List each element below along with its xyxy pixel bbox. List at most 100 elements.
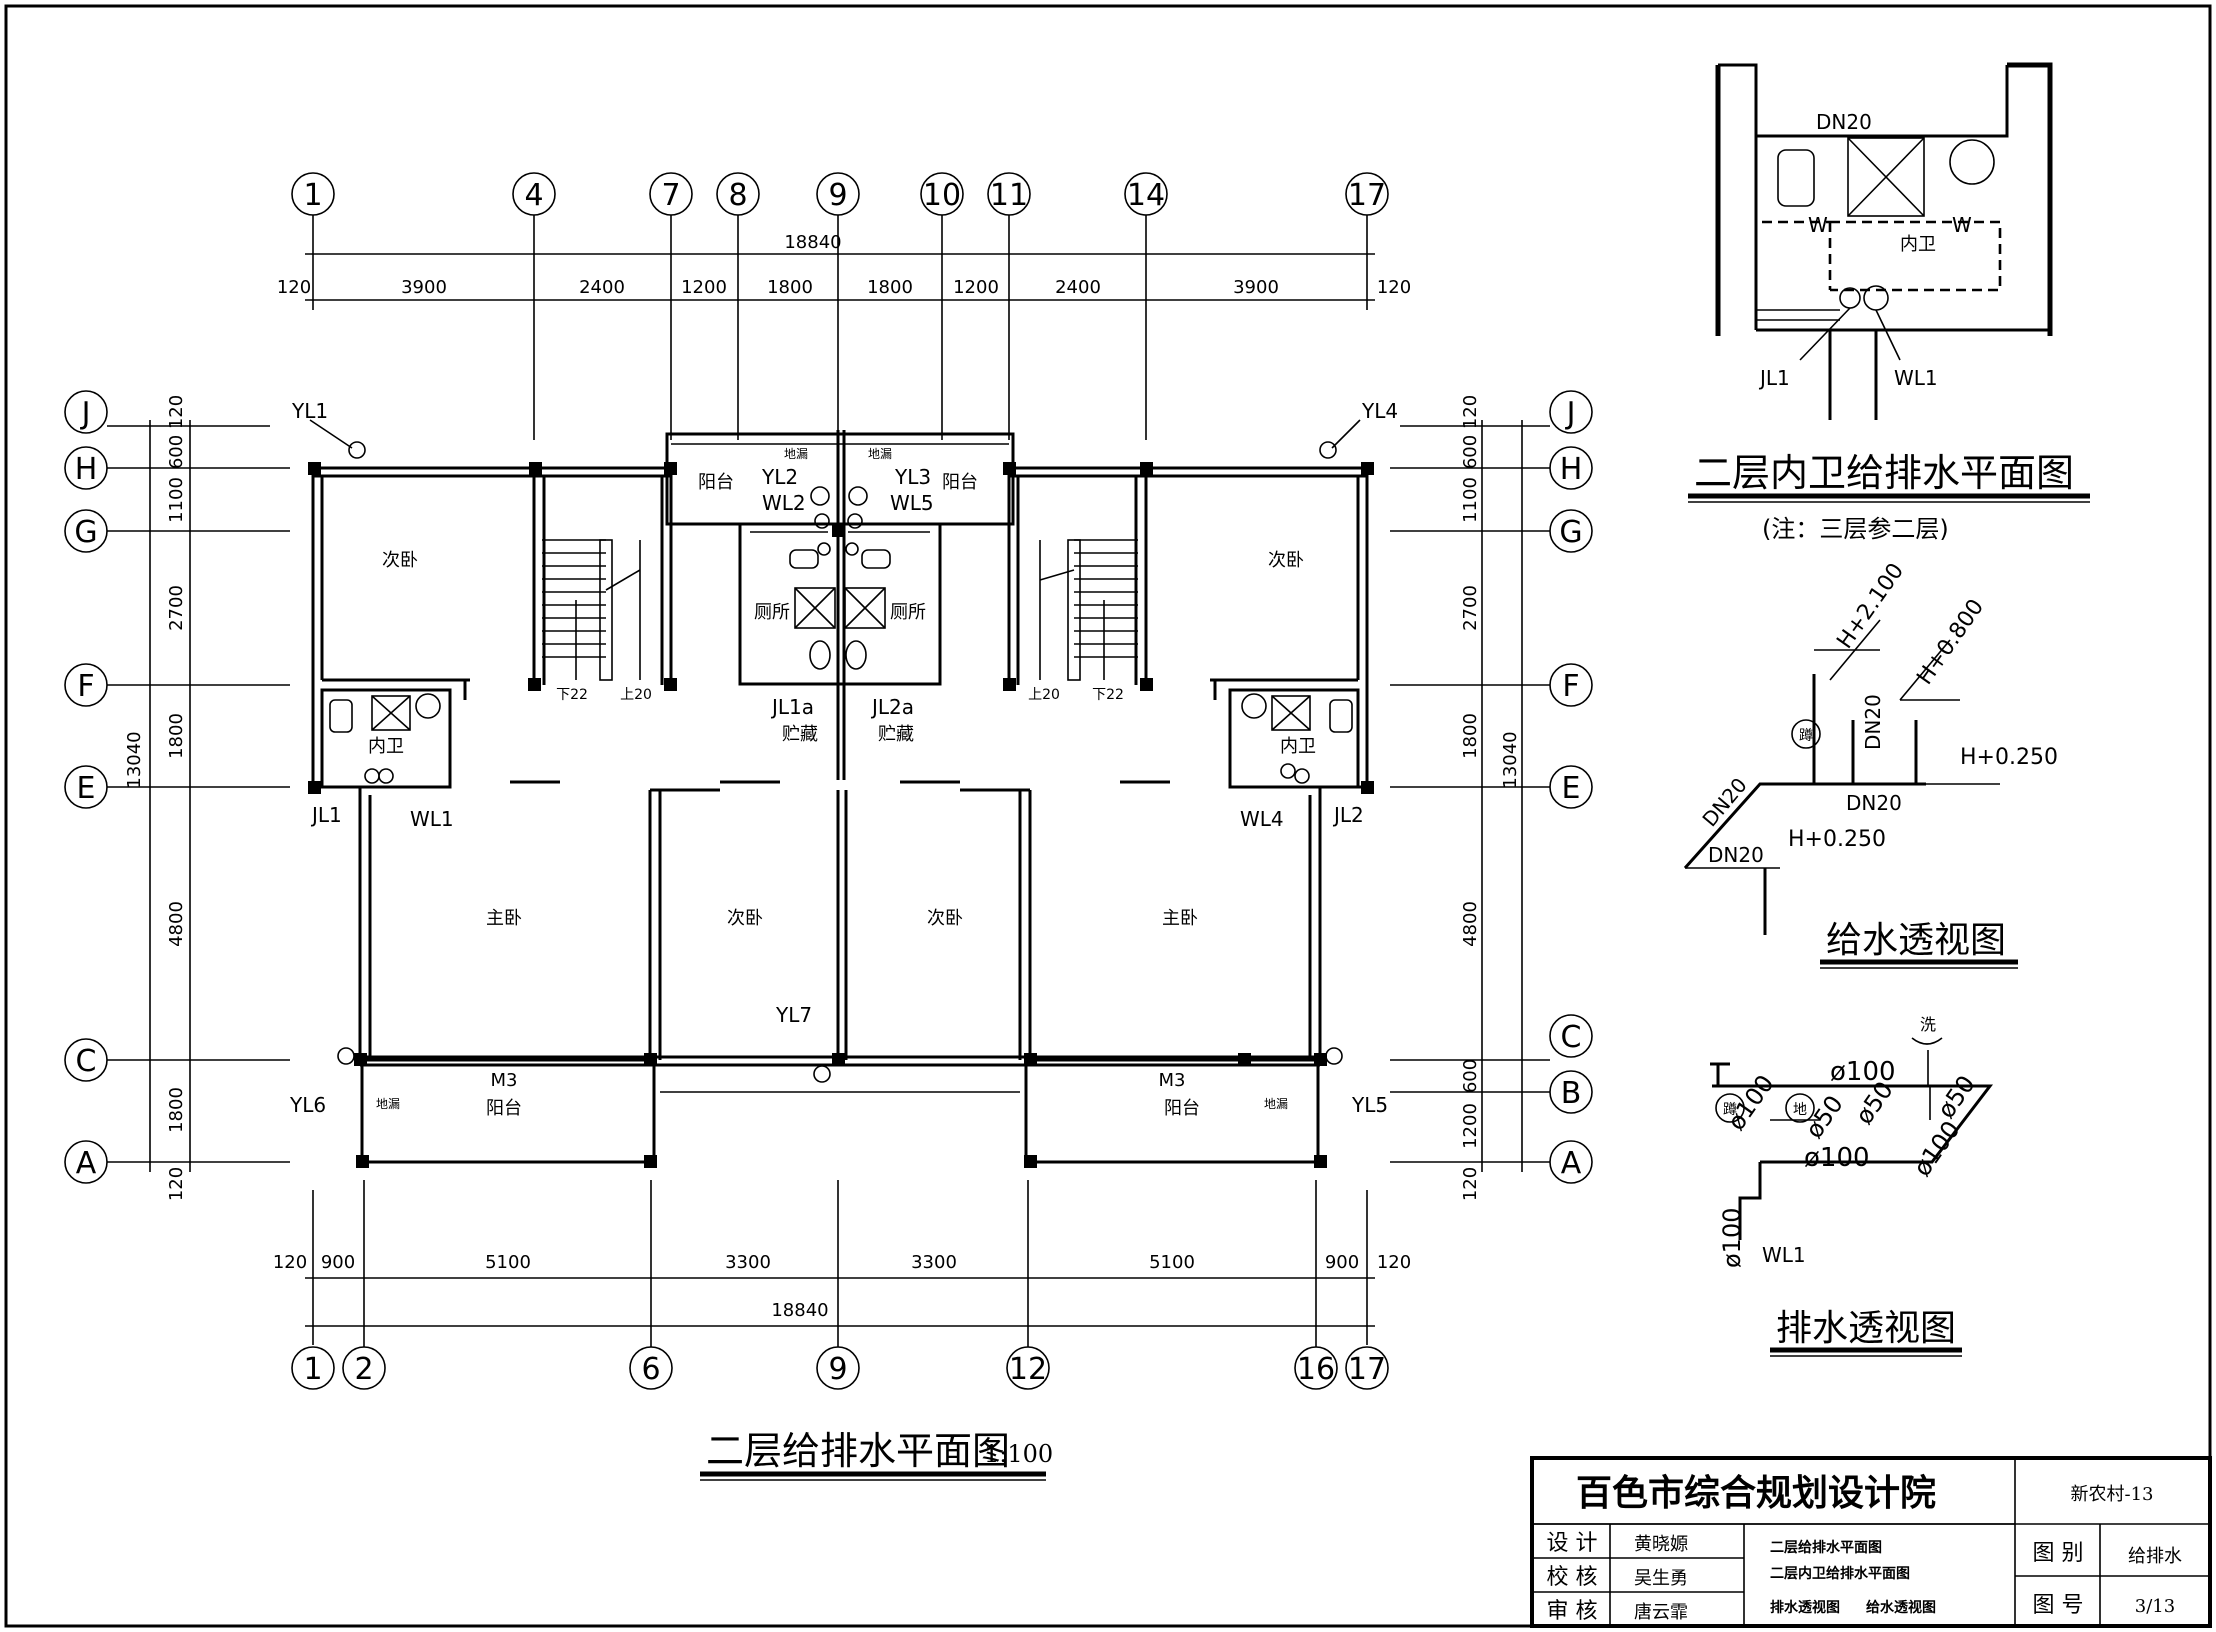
svg-text:4800: 4800 [1460,901,1481,947]
svg-text:图 号: 图 号 [2033,1593,2084,1618]
svg-text:C: C [76,1044,97,1079]
svg-text:900: 900 [1325,1252,1359,1273]
axis-bubble-top-7: 7 [649,172,693,440]
svg-text:校 核: 校 核 [1547,1565,1598,1590]
svg-text:审 核: 审 核 [1547,1599,1598,1624]
svg-text:上20: 上20 [620,687,652,703]
building-walls [308,430,1374,1168]
svg-text:W: W [1808,213,1828,237]
axis-bubble-right-F: F [1390,663,1593,707]
svg-text:唐云霏: 唐云霏 [1634,1602,1688,1623]
svg-text:JL1: JL1 [1758,366,1790,390]
svg-text:E: E [77,771,96,806]
svg-text:ø100: ø100 [1830,1057,1896,1087]
svg-text:3/13: 3/13 [2135,1596,2175,1617]
svg-text:120: 120 [1377,277,1411,298]
svg-text:9: 9 [828,1352,847,1387]
axis-bubble-bottom-2: 2 [342,1180,386,1390]
svg-text:黄晓嫄: 黄晓嫄 [1634,1534,1688,1555]
svg-text:主卧: 主卧 [1162,908,1198,929]
axis-bubble-bottom-6: 6 [629,1180,673,1390]
svg-text:900: 900 [321,1252,355,1273]
svg-text:8: 8 [728,178,747,213]
svg-text:YL7: YL7 [775,1003,812,1027]
svg-text:3900: 3900 [1233,277,1279,298]
svg-text:120: 120 [1460,395,1481,429]
svg-text:阳台: 阳台 [942,472,978,493]
svg-text:H+0.800: H+0.800 [1912,595,1989,690]
svg-text:ø100: ø100 [1718,1208,1746,1269]
svg-text:13040: 13040 [124,731,145,788]
svg-text:2400: 2400 [1055,277,1101,298]
svg-text:10: 10 [923,178,961,213]
svg-text:洗: 洗 [1920,1015,1936,1034]
svg-text:16: 16 [1297,1352,1335,1387]
bottom-axis-bubbles: 1 2 6 9 12 16 17 [291,1180,1389,1390]
svg-text:2700: 2700 [166,585,187,631]
axis-bubble-bottom-17: 17 [1345,1346,1389,1390]
axis-bubble-right-A: A [1390,1140,1593,1184]
svg-text:A: A [1561,1146,1582,1181]
svg-text:H+0.250: H+0.250 [1960,745,2058,770]
svg-text:给排水: 给排水 [2128,1546,2182,1567]
axis-bubble-top-10: 10 [920,172,964,440]
axis-bubble-right-C: C [1390,1014,1593,1061]
svg-text:地: 地 [1793,1102,1807,1118]
svg-text:600: 600 [1460,435,1481,469]
bottom-dimensions: 120 900 5100 3300 3300 5100 900 120 1884… [273,1190,1411,1345]
svg-text:1100: 1100 [1460,477,1481,523]
axis-bubble-left-G: G [64,509,290,553]
svg-text:JL1a: JL1a [770,695,814,719]
drainage-isometric: 蹲 地 洗 ø100 ø100 ø100 ø100 ø100 ø50 ø50 ø… [1710,1015,1994,1357]
svg-text:11: 11 [990,178,1028,213]
svg-text:贮藏: 贮藏 [782,724,818,745]
svg-text:1200: 1200 [1460,1103,1481,1149]
svg-text:吴生勇: 吴生勇 [1634,1568,1688,1589]
svg-text:ø50: ø50 [1932,1070,1981,1123]
axis-bubble-top-4: 4 [512,172,556,440]
svg-text:WL1: WL1 [410,807,454,831]
main-plan-title: 二层给排水平面图 1:100 [700,1429,1053,1481]
svg-text:蹲: 蹲 [1799,728,1813,744]
top-axis-bubbles: 1 4 7 8 9 10 11 14 17 [291,172,1389,440]
sheet-border [4,4,2212,1628]
axis-bubble-bottom-1: 1 [291,1346,335,1390]
svg-text:5100: 5100 [485,1252,531,1273]
svg-text:YL1: YL1 [291,399,328,423]
axis-bubble-left-A: A [64,1140,290,1184]
axis-bubble-left-E: E [64,765,290,809]
svg-text:1200: 1200 [953,277,999,298]
svg-text:地漏: 地漏 [784,447,808,461]
svg-text:600: 600 [166,435,187,469]
svg-text:1: 1 [303,1352,322,1387]
axis-bubble-bottom-9: 9 [816,1180,860,1390]
svg-text:内卫: 内卫 [1900,234,1936,255]
svg-text:YL2: YL2 [761,465,798,489]
axis-bubble-right-E: E [1390,765,1593,809]
svg-text:WL5: WL5 [890,491,934,515]
svg-text:JL1: JL1 [310,803,342,827]
svg-text:阳台: 阳台 [698,472,734,493]
svg-text:YL5: YL5 [1351,1093,1388,1117]
svg-text:图 别: 图 别 [2033,1541,2084,1566]
svg-text:4: 4 [524,178,543,213]
svg-text:WL1: WL1 [1894,366,1938,390]
svg-text:地漏: 地漏 [868,447,892,461]
svg-text:1100: 1100 [166,477,187,523]
svg-text:WL4: WL4 [1240,807,1284,831]
svg-text:二层内卫给排水平面图: 二层内卫给排水平面图 [1694,451,2074,495]
axis-bubble-top-14: 14 [1124,172,1168,440]
axis-bubble-right-H: H [1390,446,1593,490]
svg-text:蹲: 蹲 [1723,1102,1737,1118]
svg-text:阳台: 阳台 [1164,1098,1200,1119]
svg-text:WL1: WL1 [1762,1243,1806,1267]
svg-text:7: 7 [661,178,680,213]
stairs-left: 下22 上20 [542,539,652,703]
svg-text:地漏: 地漏 [1264,1097,1288,1111]
svg-text:4800: 4800 [166,901,187,947]
svg-text:次卧: 次卧 [382,550,418,571]
svg-text:厕所: 厕所 [890,602,926,623]
inner-bath-detail-plan: DN20 内卫 W W JL1 WL1 二层内卫给排水平面图 (注：三层参二层) [1688,62,2090,543]
svg-text:给水透视图: 给水透视图 [1866,1599,1936,1616]
